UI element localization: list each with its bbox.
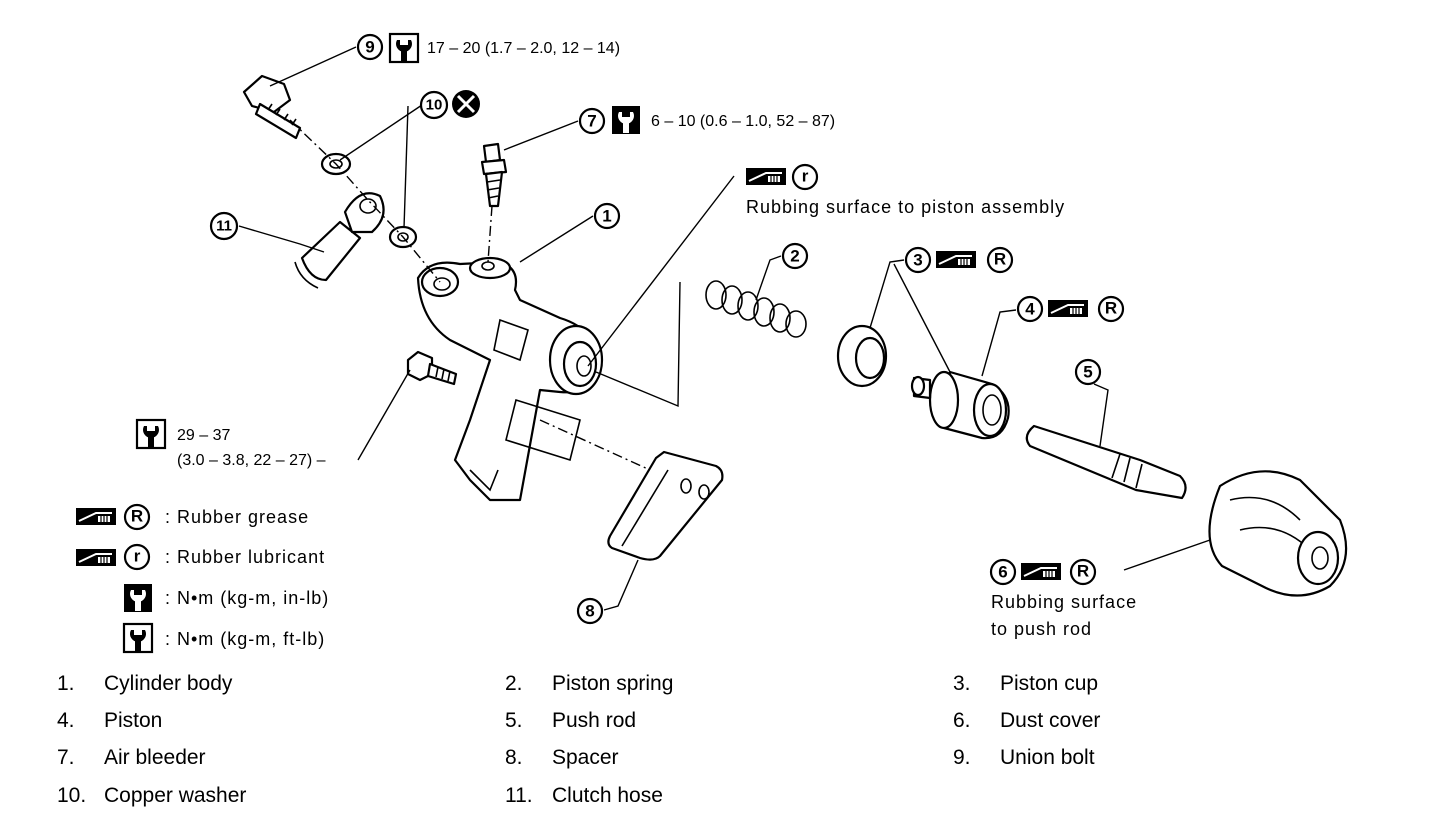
cylinder-bolt-torque-line2: (3.0 – 3.8, 22 – 27) –: [177, 452, 326, 469]
rubbing-surface-piston: Rubbing surface to piston assembly: [746, 197, 1065, 217]
parts-list: 1.Cylinder body 2.Piston spring 3.Piston…: [57, 672, 1101, 807]
grease-icon: [75, 548, 117, 567]
torque-ft-lb-icon: [122, 622, 154, 654]
leader-lines: [238, 46, 1211, 611]
svg-text:1: 1: [602, 207, 611, 226]
callout-4: 4: [1016, 295, 1044, 323]
torque-ft-lb-icon: [388, 32, 420, 64]
rubbing-surface-push-rod-line1: Rubbing surface: [991, 592, 1137, 612]
push-rod-drawing: [1025, 424, 1187, 500]
callout-5: 5: [1074, 358, 1102, 386]
svg-text:2: 2: [790, 247, 799, 266]
svg-text:R: R: [1077, 562, 1089, 581]
do-not-reuse-icon: [452, 90, 480, 118]
legend-rubber-lubricant: : Rubber lubricant: [165, 547, 325, 567]
svg-text:7: 7: [587, 112, 596, 131]
legend-torque-ft-lb: : N•m (kg-m, ft-lb): [165, 629, 325, 649]
union-bolt-torque: 17 – 20 (1.7 – 2.0, 12 – 14): [427, 40, 620, 57]
grease-symbol: R: [1097, 295, 1125, 323]
cylinder-bolt-drawing: [406, 350, 458, 386]
cylinder-bolt-torque-line1: 29 – 37: [177, 427, 230, 444]
spacer-drawing: [607, 450, 724, 561]
svg-text:10: 10: [426, 97, 443, 114]
svg-text:8: 8: [585, 602, 594, 621]
dust-cover-drawing: [1208, 470, 1348, 597]
air-bleeder-drawing: [480, 142, 508, 208]
torque-in-lb-icon: [124, 584, 152, 612]
svg-text:R: R: [1105, 299, 1117, 318]
callout-7: 7: [578, 107, 606, 135]
torque-in-lb-icon: [612, 106, 640, 134]
lubricant-symbol: r: [791, 163, 819, 191]
svg-text:9: 9: [365, 38, 374, 57]
callout-2: 2: [781, 242, 809, 270]
callout-9: 9: [356, 33, 384, 61]
svg-text:R: R: [131, 507, 143, 526]
grease-icon: [745, 167, 787, 186]
callout-10: 10: [419, 90, 449, 120]
piston-cup-drawing: [836, 324, 888, 388]
grease-icon: [935, 250, 977, 269]
piston-drawing: [910, 370, 1010, 440]
cylinder-body-drawing: [416, 256, 604, 502]
svg-text:R: R: [994, 250, 1006, 269]
svg-text:11: 11: [216, 218, 232, 235]
callout-1: 1: [593, 202, 621, 230]
clutch-hose-drawing: [294, 192, 385, 289]
air-bleeder-torque: 6 – 10 (0.6 – 1.0, 52 – 87): [651, 113, 835, 130]
lubricant-symbol: r: [123, 543, 151, 571]
callout-11: 11: [209, 211, 239, 241]
union-bolt-drawing: [242, 74, 302, 140]
grease-symbol: R: [986, 246, 1014, 274]
svg-text:r: r: [802, 167, 809, 186]
callout-8: 8: [576, 597, 604, 625]
grease-icon: [75, 507, 117, 526]
torque-ft-lb-icon: [135, 418, 167, 450]
grease-icon: [1020, 562, 1062, 581]
svg-text:4: 4: [1025, 300, 1035, 319]
legend-torque-in-lb: : N•m (kg-m, in-lb): [165, 588, 329, 608]
legend: R : Rubber grease r : Rubber lubricant :…: [75, 503, 329, 654]
svg-text:3: 3: [913, 251, 922, 270]
grease-symbol: R: [123, 503, 151, 531]
rubbing-surface-push-rod-line2: to push rod: [991, 619, 1092, 639]
grease-icon: [1047, 299, 1089, 318]
svg-text:6: 6: [998, 563, 1007, 582]
callout-6: 6: [989, 558, 1017, 586]
svg-text:5: 5: [1083, 363, 1092, 382]
piston-spring-drawing: [705, 280, 807, 338]
grease-symbol: R: [1069, 558, 1097, 586]
legend-rubber-grease: : Rubber grease: [165, 507, 309, 527]
svg-text:r: r: [134, 547, 141, 566]
callout-3: 3: [904, 246, 932, 274]
